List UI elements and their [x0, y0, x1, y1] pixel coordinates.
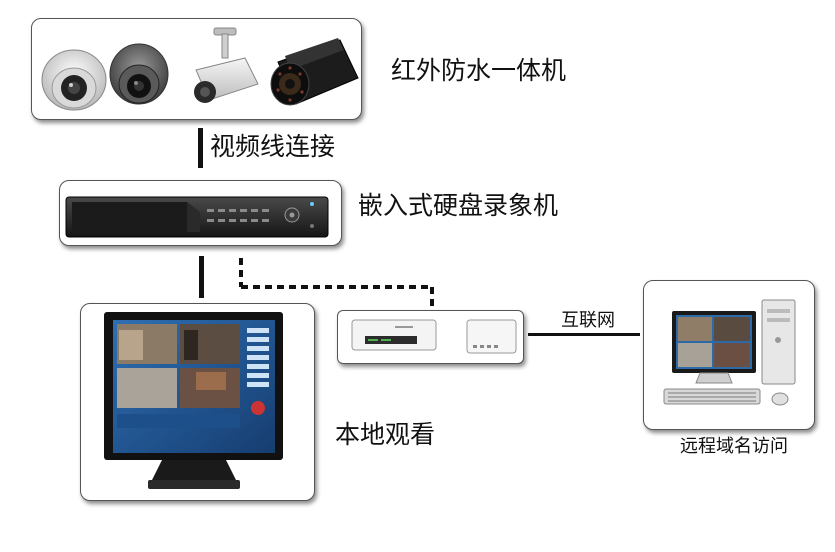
video-link-label: 视频线连接: [210, 132, 336, 161]
dvr-label: 嵌入式硬盘录象机: [358, 191, 559, 220]
bullet-camera-icon: [194, 27, 259, 103]
ir-bullet-camera-icon: [270, 38, 359, 106]
local-view-label: 本地观看: [335, 420, 436, 449]
white-dome-camera-icon: [41, 49, 107, 111]
network-dashed-line: [239, 258, 434, 308]
local-monitor-icon: [104, 312, 283, 489]
cameras-label: 红外防水一体机: [391, 56, 567, 85]
router-device-icon: [466, 319, 517, 354]
monitor-link-line: [199, 256, 204, 298]
dvr-device-icon: [65, 196, 329, 238]
internet-line: [528, 333, 640, 336]
modem-device-icon: [351, 319, 437, 351]
remote-pc-icon: [663, 299, 796, 406]
video-cable-line: [198, 128, 203, 168]
dark-dome-camera-icon: [109, 43, 169, 105]
internet-label: 互联网: [561, 310, 615, 331]
remote-access-label: 远程域名访问: [680, 436, 788, 457]
